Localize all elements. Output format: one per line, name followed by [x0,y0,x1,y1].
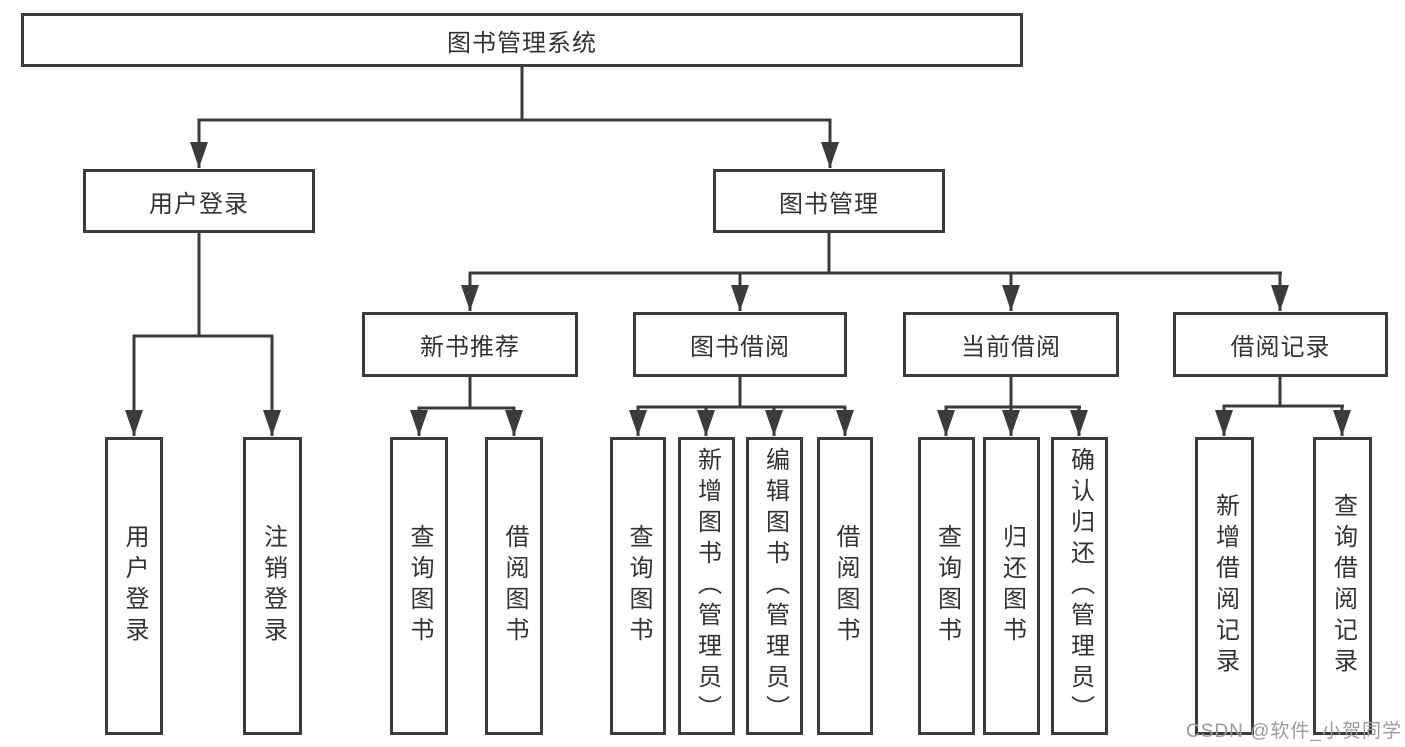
leaf-return-books: 归还图书 [983,437,1040,735]
connector-book-management-children [461,232,1289,311]
leaf-confirm-return-admin-label: 确认归还（管理员） [1066,446,1094,726]
leaf-borrow-books: 借阅图书 [817,437,873,735]
node-user-login-label: 用户登录 [149,190,249,218]
leaf-logout: 注销登录 [243,437,302,735]
node-user-login: 用户登录 [83,169,315,233]
node-new-book-recommend-label: 新书推荐 [420,334,520,361]
leaf-query-books-borrow-label: 查询图书 [625,524,652,648]
node-current-borrow: 当前借阅 [903,312,1119,377]
connector-book-borrow-children [629,376,854,436]
node-library-system: 图书管理系统 [21,13,1023,67]
leaf-query-borrow-record-label: 查询借阅记录 [1329,493,1357,679]
node-book-borrow: 图书借阅 [633,312,847,377]
leaf-query-books-recommend-label: 查询图书 [406,524,433,648]
node-book-management-label: 图书管理 [779,190,879,218]
connector-current-borrow-children [937,376,1088,436]
leaf-query-books-borrow: 查询图书 [610,437,666,735]
leaf-query-books-recommend: 查询图书 [390,437,448,735]
leaf-borrow-books-recommend-label: 借阅图书 [501,524,528,648]
leaf-add-borrow-record: 新增借阅记录 [1195,437,1254,735]
leaf-query-books-current-label: 查询图书 [933,524,961,648]
node-book-borrow-label: 图书借阅 [690,334,790,361]
node-borrow-records-label: 借阅记录 [1230,334,1331,361]
leaf-edit-books-admin: 编辑图书（管理员） [746,437,803,735]
connector-user-login-children [125,232,281,436]
leaf-confirm-return-admin: 确认归还（管理员） [1051,437,1108,735]
leaf-logout-label: 注销登录 [259,524,287,648]
node-new-book-recommend: 新书推荐 [362,312,578,377]
leaf-user-login-label: 用户登录 [121,524,148,648]
leaf-query-books-current: 查询图书 [918,437,975,735]
leaf-add-books-admin-label: 新增图书（管理员） [693,446,721,726]
node-current-borrow-label: 当前借阅 [961,334,1061,361]
leaf-edit-books-admin-label: 编辑图书（管理员） [761,446,789,726]
leaf-borrow-books-recommend: 借阅图书 [485,437,543,735]
csdn-watermark: CSDN @软件_小贺同学 [1186,721,1402,742]
node-borrow-records: 借阅记录 [1173,312,1388,377]
leaf-borrow-books-label: 借阅图书 [832,524,859,648]
connector-new-book-children [410,376,523,436]
connector-root-to-level2 [190,66,839,168]
leaf-query-borrow-record: 查询借阅记录 [1313,437,1372,735]
connector-borrow-records-children [1215,376,1351,436]
leaf-add-books-admin: 新增图书（管理员） [678,437,735,735]
leaf-add-borrow-record-label: 新增借阅记录 [1211,493,1239,679]
leaf-user-login: 用户登录 [105,437,163,735]
node-library-system-label: 图书管理系统 [447,29,597,57]
node-book-management: 图书管理 [713,169,945,233]
leaf-return-books-label: 归还图书 [998,524,1026,648]
